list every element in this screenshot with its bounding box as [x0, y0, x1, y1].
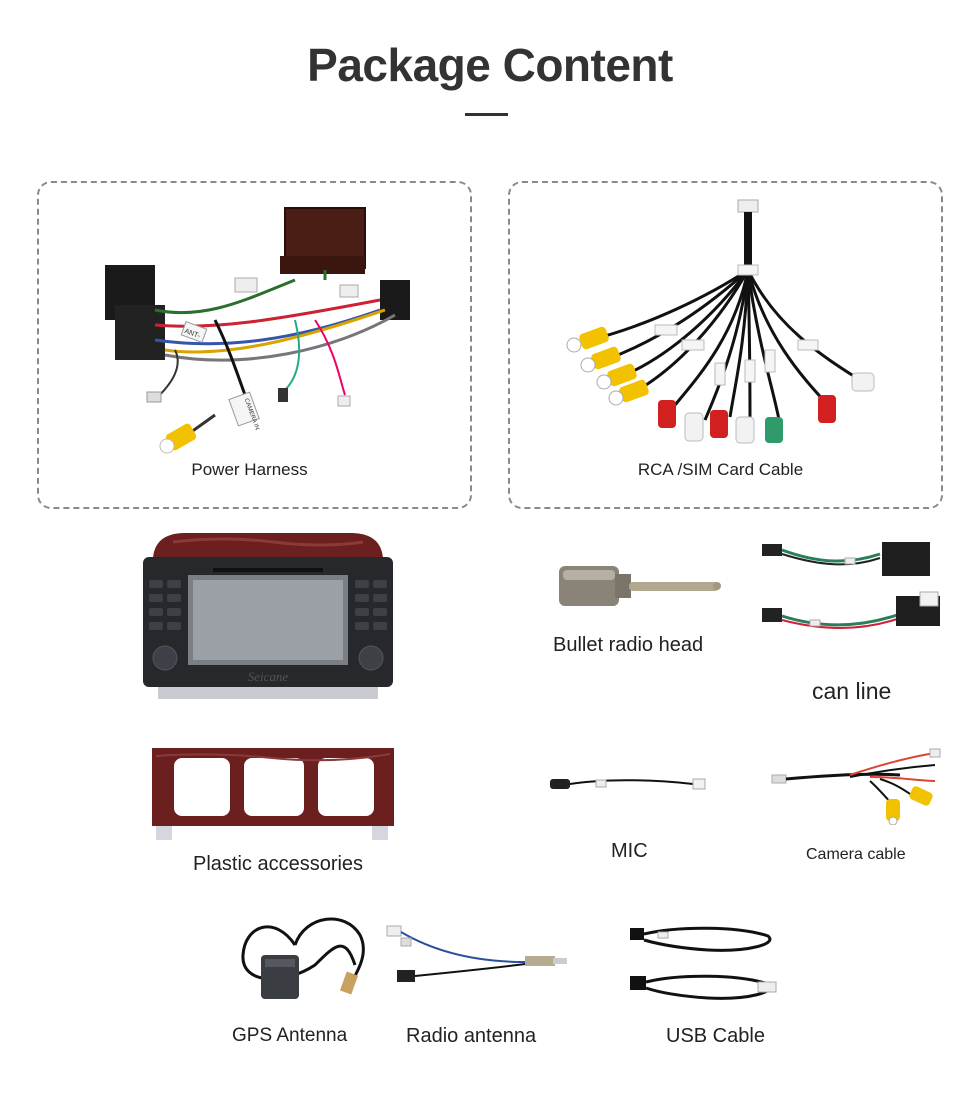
rca-sim-cable-image — [560, 195, 890, 445]
mic-label: MIC — [611, 840, 648, 862]
head-unit-image: Seicane — [143, 530, 393, 700]
camera-cable-image — [770, 745, 942, 825]
radio-antenna-image — [385, 922, 570, 1000]
usb-cable-label: USB Cable — [666, 1025, 765, 1047]
page-title: Package Content — [307, 39, 673, 91]
camera-cable-label: Camera cable — [806, 846, 906, 863]
plastic-accessories-image — [152, 748, 394, 844]
rca-sim-cable-card — [508, 181, 943, 509]
power-harness-image: ANT- CAMERA IN — [95, 200, 425, 460]
can-line-label: can line — [812, 678, 892, 704]
bullet-radio-head-image — [555, 562, 725, 612]
gps-antenna-image — [235, 905, 370, 1005]
mic-image — [548, 768, 708, 798]
bullet-radio-head-label: Bullet radio head — [553, 634, 704, 656]
title-underline — [465, 113, 508, 116]
gps-antenna-label: GPS Antenna — [232, 1025, 348, 1046]
can-line-image — [760, 534, 940, 644]
head-unit-brand: Seicane — [248, 669, 289, 684]
power-harness-card — [37, 181, 472, 509]
rca-sim-cable-label: RCA /SIM Card Cable — [637, 460, 804, 479]
usb-cable-image — [628, 920, 783, 1010]
plastic-accessories-label: Plastic accessories — [193, 853, 364, 875]
power-harness-label: Power Harness — [191, 460, 308, 479]
radio-antenna-label: Radio antenna — [406, 1025, 537, 1047]
